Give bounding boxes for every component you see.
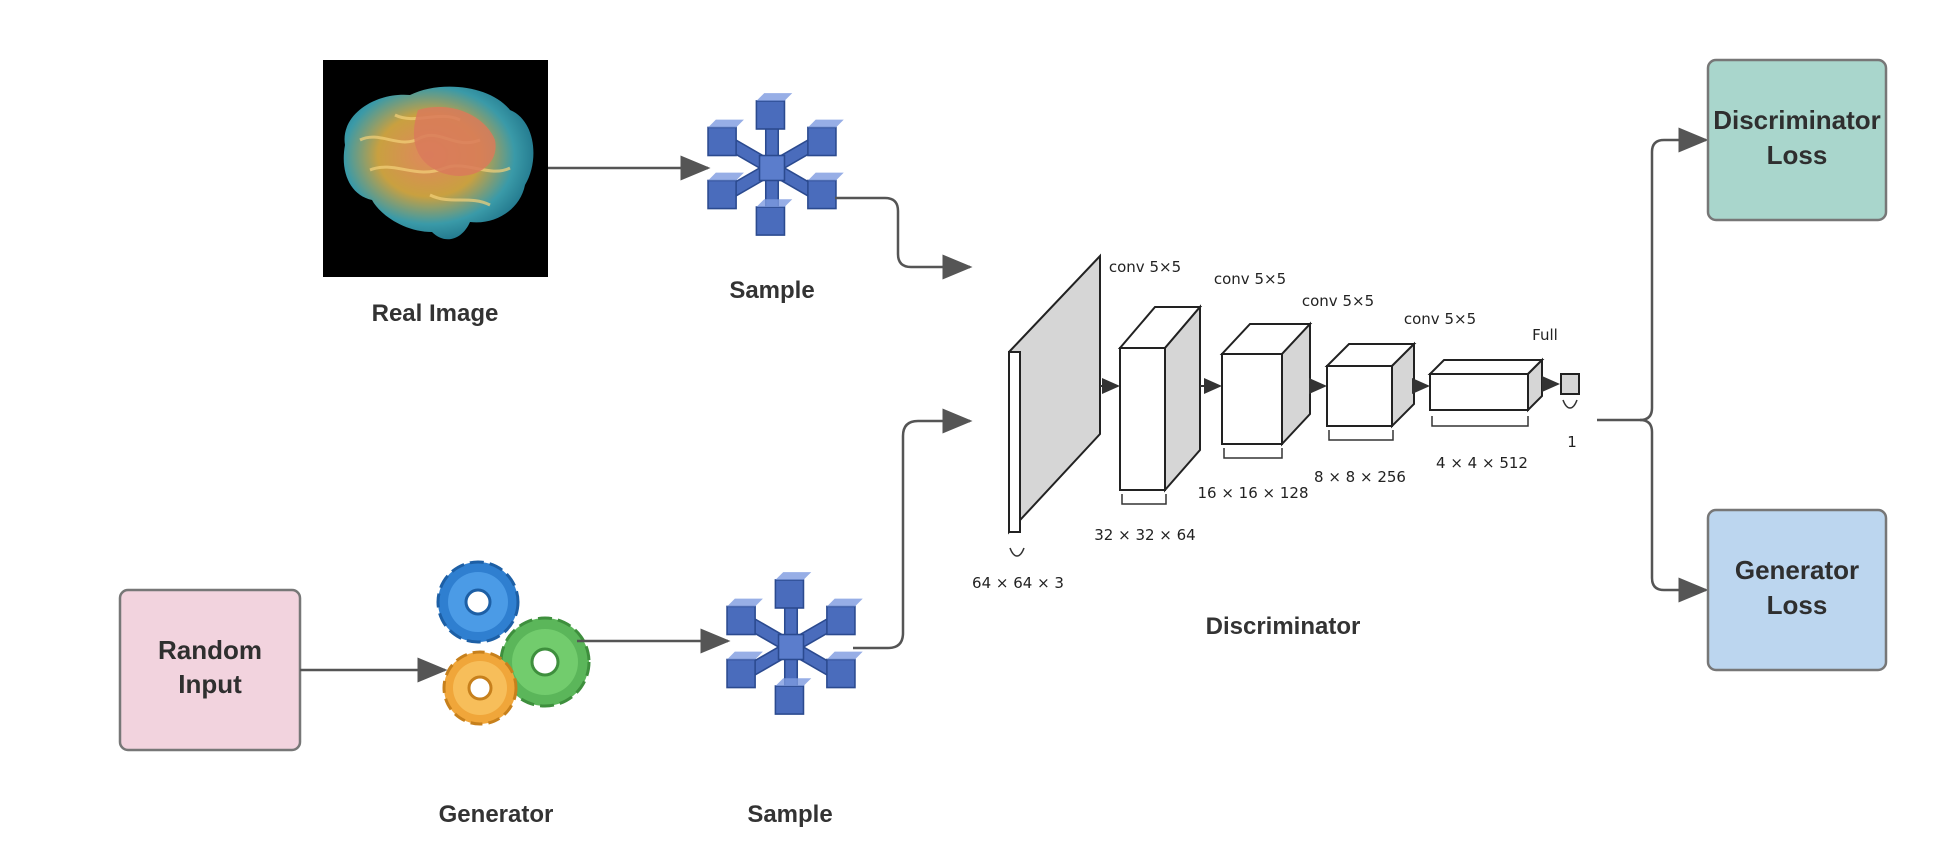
discriminator-loss-line1: Discriminator <box>1713 105 1881 135</box>
layer-conv2 <box>1219 321 1313 447</box>
sample-icon-top <box>707 92 845 236</box>
real-image <box>323 60 548 277</box>
layer-0-dims: 64 × 64 × 3 <box>972 574 1064 592</box>
generator-label: Generator <box>439 801 554 828</box>
discriminator-loss-box <box>1706 58 1888 222</box>
sample-bottom-label: Sample <box>747 801 832 828</box>
gears-icon <box>436 560 591 726</box>
layer-2-dims: 16 × 16 × 128 <box>1197 484 1308 502</box>
layer-4-op: conv 5×5 <box>1404 310 1476 328</box>
arrow-sample-bottom-to-discriminator <box>853 408 973 650</box>
layer-5-op: Full <box>1532 326 1558 344</box>
discriminator-label: Discriminator <box>1206 613 1361 640</box>
arrow-sample-top-to-discriminator <box>835 196 973 280</box>
generator-loss-line2: Loss <box>1767 590 1828 620</box>
sample-top-label: Sample <box>729 277 814 304</box>
arrow-to-generator-loss <box>1639 418 1709 603</box>
brain-icon <box>343 86 534 240</box>
discriminator-loss-line2: Loss <box>1767 140 1828 170</box>
layer-1-dims: 32 × 32 × 64 <box>1094 526 1195 544</box>
discriminator-network: 64 × 64 × 3 conv 5×5 32 × 32 × 64 conv 5… <box>972 253 1580 592</box>
layer-3-dims: 8 × 8 × 256 <box>1314 468 1406 486</box>
layer-conv3 <box>1324 341 1417 429</box>
layer-2-op: conv 5×5 <box>1214 270 1286 288</box>
arrow-to-discriminator-loss <box>1597 127 1709 422</box>
layer-5-dims: 1 <box>1567 433 1577 451</box>
random-input-line1: Random <box>158 635 262 665</box>
generator-loss-line1: Generator <box>1735 555 1859 585</box>
layer-4-dims: 4 × 4 × 512 <box>1436 454 1528 472</box>
layer-3-op: conv 5×5 <box>1302 292 1374 310</box>
layer-conv1 <box>1117 304 1203 493</box>
random-input-line2: Input <box>178 669 242 699</box>
layer-input <box>1008 253 1101 535</box>
sample-icon-bottom <box>726 571 864 715</box>
generator-loss-box <box>1706 508 1888 672</box>
layer-full <box>1560 373 1580 395</box>
layer-conv4 <box>1427 357 1545 413</box>
layer-1-op: conv 5×5 <box>1109 258 1181 276</box>
real-image-label: Real Image <box>372 300 499 327</box>
